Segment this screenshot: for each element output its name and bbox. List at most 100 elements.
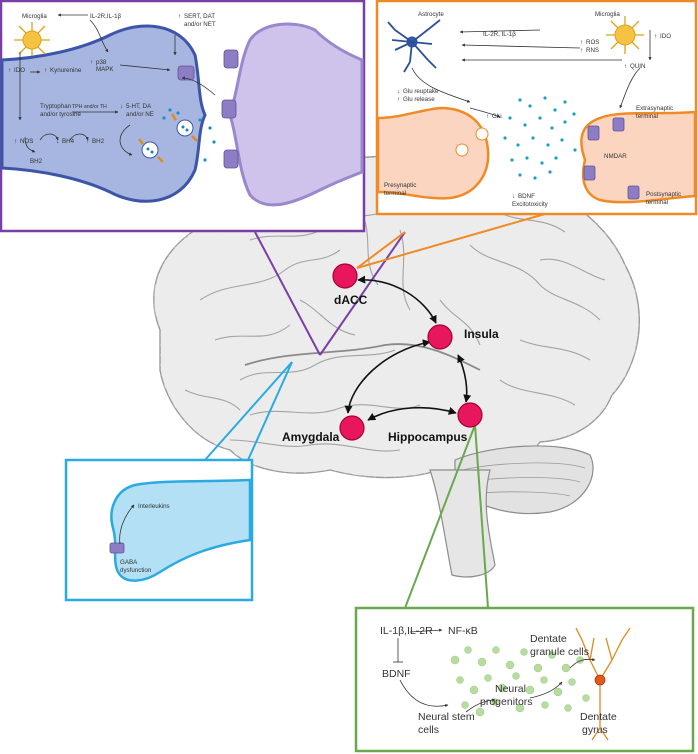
orange-glu-release-arrow: ↑ — [397, 96, 400, 103]
orange-connector-b — [356, 213, 546, 269]
orange-rns: RNS — [586, 47, 599, 54]
green-dentate-gyrus-1: Dentate — [580, 711, 617, 723]
orange-bdnf-arrow: ↓ — [512, 193, 515, 200]
purple-tryptophan-2: and/or tyrosine — [40, 111, 81, 118]
purple-panel: Microglia IL-2R,IL-1β ↑ IDO ↑ Kynurenine… — [0, 0, 366, 233]
purple-nos-arrow: ↑ — [14, 138, 17, 145]
green-panel: IL-1β,IL-2R NF-κB BDNF Dentate granule c… — [354, 606, 695, 753]
gaba-receptor — [109, 542, 125, 554]
label-dacc: dACC — [334, 293, 368, 307]
purple-bh2a: BH2 — [30, 158, 43, 165]
purple-bh2b: BH2 — [92, 138, 105, 145]
granule-soma — [594, 674, 606, 686]
orange-glu-release: Glu release — [403, 96, 435, 103]
orange-nmdar: NMDAR — [604, 153, 627, 160]
orange-connector-a — [356, 231, 406, 269]
blue-gaba-2: dysfunction — [120, 567, 152, 574]
orange-glu-reuptake-arrow: ↓ — [397, 88, 400, 95]
orange-quin: QUIN — [630, 63, 645, 70]
purple-bh2b-arrow: ↑ — [86, 138, 89, 145]
vesicles — [138, 113, 198, 163]
green-neural-stem-1: Neural stem — [418, 711, 475, 723]
purple-sert-arrow: ↑ — [178, 13, 181, 20]
blue-connector-a — [204, 361, 293, 461]
orange-glu-reuptake: Glu reuptake — [403, 88, 439, 95]
purple-mapk: MAPK — [96, 66, 114, 73]
green-neural-progenitors-2: progenitors — [480, 696, 533, 708]
purple-nos: NOS — [20, 138, 33, 145]
orange-glu: Glu — [492, 113, 502, 120]
green-dentate-granule-2: granule cells — [530, 646, 589, 658]
orange-ros-arrow: ↑ — [580, 39, 583, 46]
purple-connector-a — [254, 231, 321, 356]
purple-p38: p38 — [96, 59, 107, 66]
node-insula — [427, 324, 453, 350]
blue-interleukins-arrow: ↑ — [132, 503, 135, 510]
orange-glu-arrow: ↑ — [486, 113, 489, 120]
region-connections — [344, 275, 472, 421]
green-bdnf: BDNF — [382, 668, 411, 680]
orange-postsynaptic-1: Postsynaptic — [646, 191, 681, 198]
green-dentate-gyrus-2: gyrus — [582, 724, 608, 736]
green-neural-progenitors-1: Neural — [495, 683, 526, 695]
glu-dots — [503, 96, 577, 180]
orange-astrocyte: Astrocyte — [418, 11, 444, 18]
purple-sert-2: and/or NET — [184, 21, 216, 28]
purple-tryptophan-1: Tryptophan — [40, 103, 72, 110]
orange-il: IL-2R, IL-1β — [483, 31, 516, 38]
purple-sert-1: SERT, DAT — [184, 13, 215, 20]
orange-postsynaptic-2: terminal — [646, 199, 668, 206]
purple-ido-arrow: ↑ — [8, 67, 11, 74]
dentate-granule-neuron — [575, 627, 631, 741]
purple-ht-arrow: ↓ — [120, 103, 123, 110]
label-insula: Insula — [464, 327, 499, 341]
orange-extrasynaptic-1: Extrasynaptic — [636, 105, 673, 112]
orange-quin-arrow: ↑ — [624, 63, 627, 70]
purple-p38-arrow: ↑ — [90, 59, 93, 66]
purple-ht-1: 5-HT, DA — [126, 103, 152, 110]
purple-ht-2: and/or NE — [126, 111, 154, 118]
purple-kynurenine: Kynurenine — [50, 67, 82, 74]
blue-panel: ↑ Interleukins GABA dysfunction — [64, 458, 254, 602]
orange-rns-arrow: ↑ — [580, 47, 583, 54]
orange-panel: Astrocyte IL-2R, IL-1β Microglia ↑ ROS ↑… — [375, 0, 698, 216]
green-connector-b — [474, 424, 489, 609]
node-amygdala — [339, 415, 365, 441]
orange-ros: ROS — [586, 39, 599, 46]
nmdar-receptors — [583, 117, 640, 200]
purple-bh4: BH4 — [62, 138, 75, 145]
orange-presynaptic-1: Presynaptic — [384, 182, 416, 189]
orange-microglia-cell — [606, 16, 644, 54]
green-connector-a — [404, 424, 476, 609]
node-hippocampus — [457, 402, 483, 428]
astrocyte-cell — [387, 19, 441, 73]
region-nodes: dACC Insula Amygdala Hippocampus — [282, 263, 499, 444]
purple-ido: IDO — [14, 67, 25, 74]
orange-bdnf: BDNF — [518, 193, 535, 200]
purple-il: IL-2R,IL-1β — [90, 13, 122, 20]
orange-ido-arrow: ↑ — [654, 33, 657, 40]
green-nfkb: NF-κB — [448, 625, 478, 637]
blue-gaba-1: GABA — [120, 559, 138, 566]
neurotransmitter-dots — [162, 108, 216, 162]
presynaptic-neuron — [0, 24, 207, 203]
blue-connector-b — [247, 361, 293, 461]
orange-presynaptic-2: terminal — [384, 190, 406, 197]
purple-tph: TPH and/or TH — [72, 104, 107, 110]
orange-ido: IDO — [660, 33, 671, 40]
purple-bh4-arrow: ↓ — [56, 138, 59, 145]
green-il: IL-1β,IL-2R — [380, 625, 433, 637]
green-neural-stem-2: cells — [418, 724, 439, 736]
purple-microglia: Microglia — [22, 13, 47, 20]
purple-kyn-arrow: ↑ — [44, 67, 47, 74]
postsynaptic-neuron — [228, 22, 364, 207]
orange-excitotoxicity: Excitotoxicity — [512, 201, 549, 208]
orange-extrasynaptic-2: terminal — [636, 113, 658, 120]
orange-microglia: Microglia — [595, 11, 620, 18]
microglia-cell — [14, 22, 50, 56]
orange-presynaptic — [376, 106, 490, 200]
orange-postsynaptic — [580, 110, 697, 204]
green-dentate-granule-1: Dentate — [530, 633, 567, 645]
